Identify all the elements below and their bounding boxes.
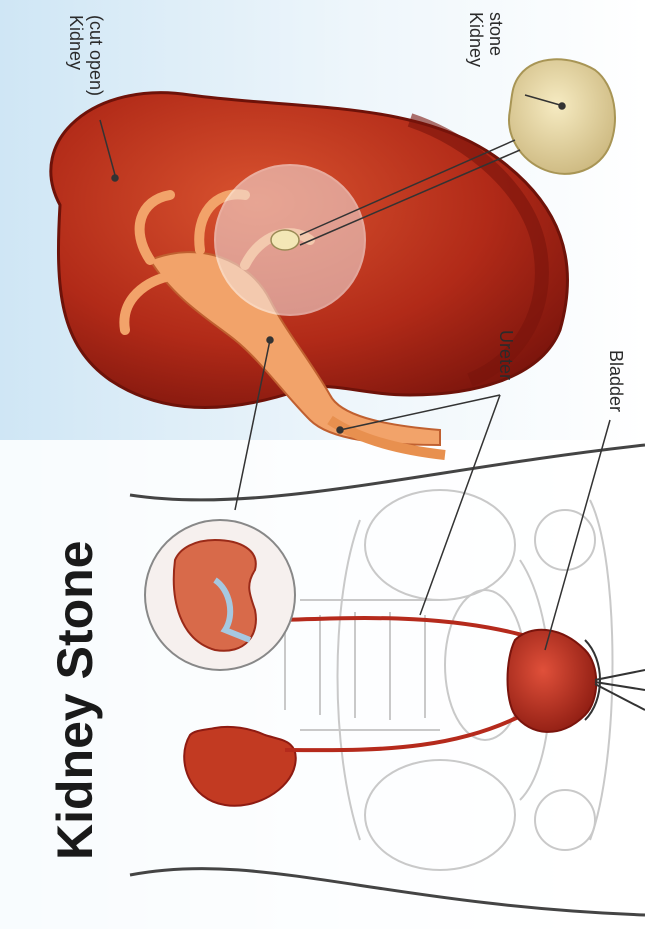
label-bladder: Bladder [606, 350, 626, 412]
label-kidney-cut-open-line1: Kidney [66, 15, 86, 70]
label-ureter: Ureter [496, 330, 516, 380]
page-title: Kidney Stone [47, 541, 103, 860]
label-kidney-stone-line1: Kidney [466, 12, 486, 67]
label-kidney-stone-line2: stone [486, 12, 506, 56]
stone-in-kidney [271, 230, 299, 250]
label-kidney-cut-open-line2: (cut open) [86, 15, 106, 96]
kidney-stone [509, 59, 615, 174]
